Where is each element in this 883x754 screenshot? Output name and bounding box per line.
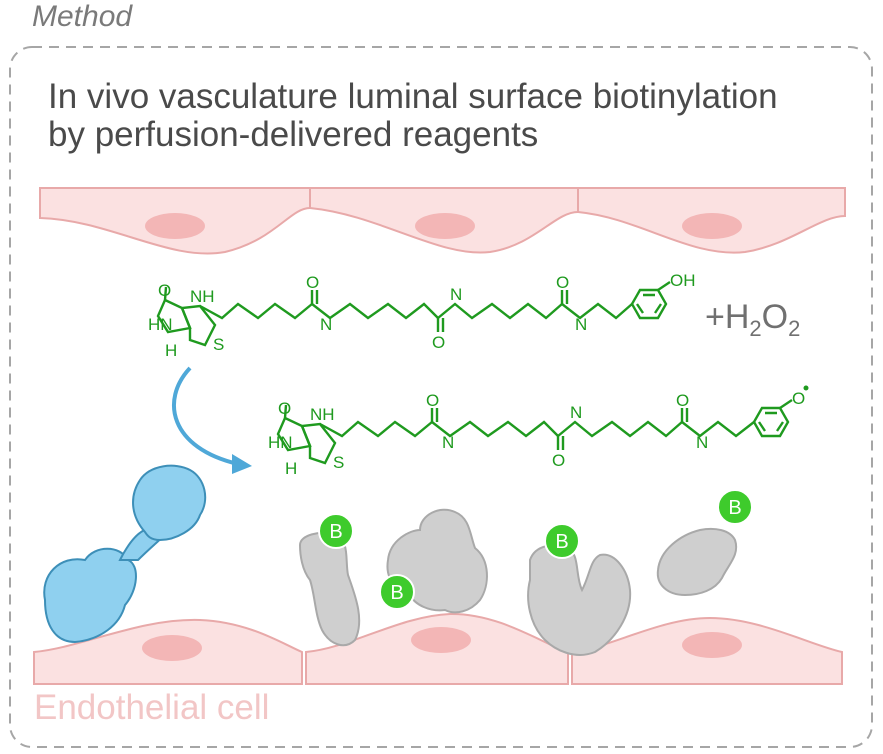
m1-atom-NH: NH (190, 287, 215, 306)
biotin-tag-4 (717, 489, 753, 525)
radical-dot (803, 385, 809, 391)
bottom-cell-3-nucleus (682, 632, 742, 658)
m1-atom-O-1: O (306, 273, 319, 292)
bottom-cell-1-nucleus (142, 635, 202, 661)
bottom-cell-2-nucleus (411, 627, 471, 653)
oxidant-plus-h: +H (705, 298, 750, 336)
top-cell-1-nucleus (145, 213, 205, 239)
oxidant-o: O (761, 298, 789, 336)
m1-atom-O-top: O (158, 281, 171, 300)
title-line-2: by perfusion-delivered reagents (48, 115, 539, 154)
m1-atom-N-1: N (320, 315, 332, 334)
biotin-tag-4-label: B (728, 497, 741, 519)
m2-atom-NH: NH (310, 405, 335, 424)
biotin-tyramide-molecule (156, 281, 671, 347)
m2-atom-O-radical: O (792, 389, 805, 408)
m1-atom-OH: OH (670, 271, 696, 290)
antibody-blob (43, 464, 207, 644)
endothelial-cell-label: Endothelial cell (34, 688, 270, 727)
m2-atom-O-2: O (552, 451, 565, 470)
m1-atom-S: S (213, 335, 224, 354)
oxidant-sub-1: 2 (749, 315, 762, 341)
protein-3 (527, 544, 632, 656)
m2-atom-N-2: N (570, 403, 582, 422)
m1-atom-N-2: N (450, 285, 462, 304)
m2-atom-O-top: O (278, 399, 291, 418)
m1-atom-HN: HN (148, 315, 173, 334)
biotin-tag-2-label: B (390, 582, 403, 604)
m2-atom-HN: HN (268, 433, 293, 452)
protein-4 (656, 527, 738, 597)
title-line-1: In vivo vasculature luminal surface biot… (48, 77, 778, 116)
method-label: Method (32, 0, 133, 33)
biotin-tag-1-label: B (329, 521, 342, 543)
biotin-tag-3-label: B (555, 531, 568, 553)
activation-arrow (172, 366, 252, 474)
m1-atom-O-3: O (556, 273, 569, 292)
biotin-tag-1 (318, 513, 354, 549)
figure-title: In vivo vasculature luminal surface biot… (48, 78, 778, 154)
m1-atom-H: H (165, 341, 177, 360)
m2-atom-H: H (285, 459, 297, 478)
m2-atom-S: S (333, 453, 344, 472)
oxidant-sub-2: 2 (788, 315, 801, 341)
protein-1 (298, 532, 361, 647)
biotin-tag-3 (544, 523, 580, 559)
m2-atom-O-3: O (676, 391, 689, 410)
method-frame (9, 46, 873, 748)
biotin-phenoxyl-radical (276, 399, 793, 465)
top-cell-2-nucleus (415, 213, 475, 239)
biotin-tags: B B B B (318, 489, 753, 610)
m2-atom-N-3: N (696, 433, 708, 452)
m2-atom-N-1: N (442, 433, 454, 452)
m1-atom-N-3: N (575, 315, 587, 334)
top-cell-layer (39, 187, 846, 255)
m1-atom-O-2: O (432, 333, 445, 352)
biotin-tag-2 (379, 574, 415, 610)
m2-atom-O-1: O (426, 391, 439, 410)
bottom-cell-layer (33, 612, 843, 685)
hydrogen-peroxide-label: +H2O2 (705, 298, 800, 342)
top-cell-3-nucleus (682, 213, 742, 239)
